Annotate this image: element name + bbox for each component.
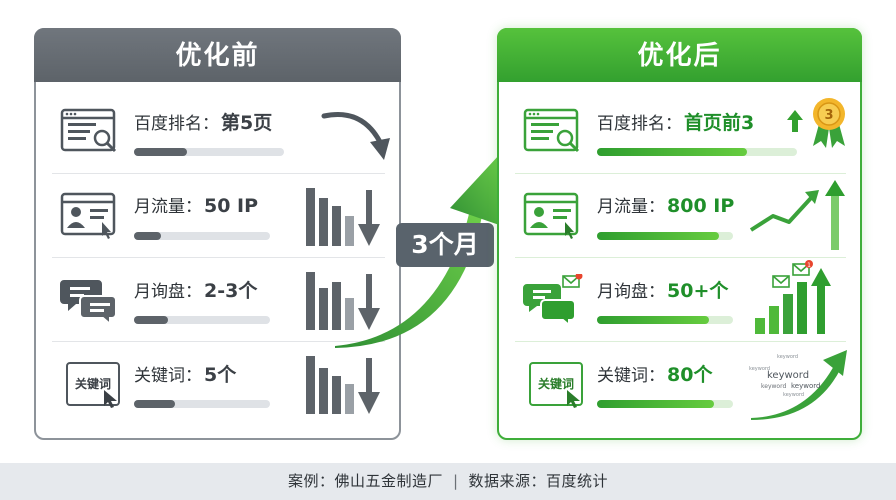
decline-bars-icon xyxy=(306,188,380,246)
up-arrow-icon xyxy=(787,110,803,132)
rising-bars-mail-icon: 1 xyxy=(755,260,831,334)
cursor-icon xyxy=(104,390,117,408)
before-keywords-bar-fill xyxy=(134,400,175,408)
before-ranking-label: 百度排名： xyxy=(134,114,219,134)
keyword-cloud-arrow-icon: keyword keyword keyword keyword keyword … xyxy=(749,350,847,420)
curved-down-arrow-icon xyxy=(321,112,390,160)
decline-bars-icon xyxy=(306,272,380,330)
after-traffic-bar-fill xyxy=(597,232,720,240)
before-keywords-bar xyxy=(134,400,270,408)
after-row-ranking: 百度排名：首页前3 3 xyxy=(515,92,846,174)
before-row-inquiries: 月询盘：2-3个 xyxy=(52,260,385,342)
search-page-icon xyxy=(60,108,117,153)
after-ranking-label: 百度排名： xyxy=(597,114,682,134)
before-row-traffic: 月流量：50 IP xyxy=(52,176,385,258)
after-inquiries-label: 月询盘： xyxy=(597,282,665,302)
after-ranking-bar xyxy=(597,148,797,156)
after-row-traffic: 月流量：800 IP xyxy=(515,176,846,258)
keyword-cloud-word: keyword xyxy=(761,383,786,390)
footer-divider: | xyxy=(452,472,459,490)
footer-case: 案例：佛山五金制造厂 xyxy=(287,472,443,490)
after-keywords-bar-fill xyxy=(597,400,714,408)
after-panel-title: 优化后 xyxy=(497,28,862,82)
before-keywords-label: 关键词： xyxy=(134,366,202,386)
after-traffic-bar xyxy=(597,232,733,240)
after-inquiries-value: 50+个 xyxy=(667,280,729,302)
growth-line-icon xyxy=(749,180,845,250)
keyword-cloud-word: keyword xyxy=(777,354,798,360)
after-keywords-value: 80个 xyxy=(667,364,713,386)
chat-mail-icon xyxy=(523,274,583,324)
keyword-box-icon: 关键词 xyxy=(529,362,583,406)
keyword-cloud-word: keyword xyxy=(783,392,804,398)
before-inquiries-value: 2-3个 xyxy=(204,280,258,302)
before-ranking-value: 第5页 xyxy=(221,112,273,134)
before-row-ranking: 百度排名：第5页 xyxy=(52,92,390,174)
before-traffic-value: 50 IP xyxy=(204,195,259,217)
keyword-box-icon: 关键词 xyxy=(66,362,120,406)
duration-badge: 3个月 xyxy=(396,223,494,267)
footer-source: 数据来源：百度统计 xyxy=(468,472,609,490)
cursor-icon xyxy=(567,390,580,408)
after-keywords-bar xyxy=(597,400,733,408)
after-row-inquiries: 月询盘：50+个 1 xyxy=(515,260,846,342)
profile-page-icon xyxy=(60,192,116,239)
after-traffic-label: 月流量： xyxy=(597,197,665,217)
before-panel: 优化前 百度排名：第5页 月流量：50 IP xyxy=(34,28,401,440)
after-traffic-value: 800 IP xyxy=(667,195,735,217)
before-inquiries-bar xyxy=(134,316,270,324)
keyword-cloud-word: keyword xyxy=(749,366,770,372)
keyword-cloud-word: keyword xyxy=(791,382,820,390)
before-traffic-label: 月流量： xyxy=(134,197,202,217)
after-panel: 优化后 百度排名：首页前3 3 xyxy=(497,28,862,440)
after-inquiries-bar-fill xyxy=(597,316,709,324)
after-ranking-bar-fill xyxy=(597,148,747,156)
keyword-cloud-word: keyword xyxy=(767,370,809,381)
before-traffic-bar xyxy=(134,232,270,240)
after-inquiries-bar xyxy=(597,316,733,324)
after-ranking-value: 首页前3 xyxy=(684,112,755,134)
before-inquiries-bar-fill xyxy=(134,316,168,324)
decline-bars-icon xyxy=(306,356,380,414)
medal-icon: 3 xyxy=(813,98,845,148)
medal-number: 3 xyxy=(824,108,833,123)
before-traffic-bar-fill xyxy=(134,232,162,240)
profile-page-icon xyxy=(523,192,579,239)
notification-count: 1 xyxy=(807,262,811,269)
footer-caption: 案例：佛山五金制造厂 | 数据来源：百度统计 xyxy=(0,463,896,500)
before-ranking-bar-fill xyxy=(134,148,187,156)
before-panel-title: 优化前 xyxy=(34,28,401,82)
chat-bubbles-icon xyxy=(60,280,117,324)
before-row-keywords: 关键词 关键词：5个 xyxy=(52,344,385,426)
after-keywords-label: 关键词： xyxy=(597,366,665,386)
before-keywords-value: 5个 xyxy=(204,364,237,386)
before-ranking-bar xyxy=(134,148,284,156)
before-inquiries-label: 月询盘： xyxy=(134,282,202,302)
after-row-keywords: 关键词 关键词：80个 keyword keyword keyword keyw… xyxy=(515,344,847,426)
search-page-icon xyxy=(523,108,580,153)
